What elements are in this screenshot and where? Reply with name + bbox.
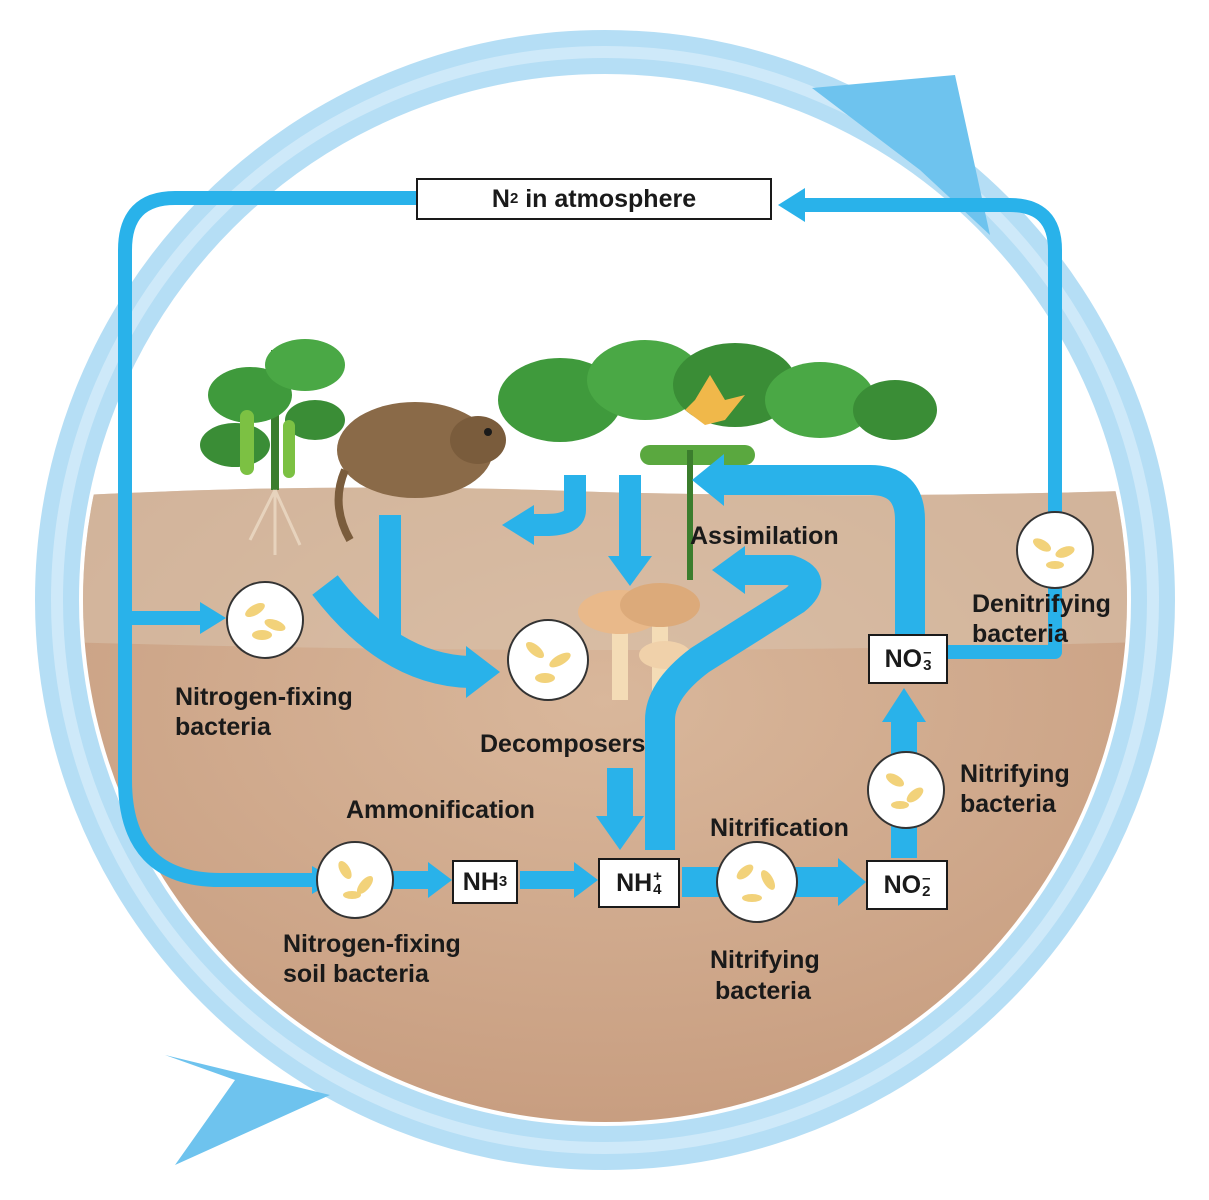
nh3-base: NH xyxy=(462,867,499,896)
arrowhead-assimilation-lower xyxy=(712,546,745,594)
arrow-plant-to-animal xyxy=(530,475,586,536)
nh4-sub: 4 xyxy=(653,881,662,898)
nitrifying-right-label-line2: bacteria xyxy=(960,790,1056,818)
ammonification-label: Ammonification xyxy=(346,796,535,824)
nh4-sup: + xyxy=(653,868,662,885)
arrowhead-to-nh4 xyxy=(574,862,598,898)
arrowhead-to-nitrogen-fixing-bacteria xyxy=(200,602,226,634)
soil-bacteria-label-line1: Nitrogen-fixing xyxy=(283,930,461,958)
nh4-box: NH+4 xyxy=(598,858,680,908)
arrow-no3-to-assimilation xyxy=(720,465,925,635)
nitrifying-bottom-label-line2: bacteria xyxy=(715,977,811,1005)
nitrifying-bacteria-right-icon xyxy=(867,751,945,829)
no2-sup: – xyxy=(922,870,931,887)
no3-base: NO xyxy=(884,644,923,673)
rodent-animal xyxy=(334,402,506,542)
denitrifying-bacteria-icon xyxy=(1016,511,1094,589)
arrowhead-plant-to-animal xyxy=(502,505,534,545)
nitrifying-bottom-label-line1: Nitrifying xyxy=(710,946,820,974)
bacteria-circles xyxy=(226,511,1094,923)
nitrogen-fixing-bacteria-icon xyxy=(226,581,304,659)
arrowhead-bean-to-decomposers xyxy=(466,646,500,698)
arrow-denitrification xyxy=(800,198,1062,659)
arrowhead-squash-to-decomposers xyxy=(608,556,652,586)
no2-box: NO–2 xyxy=(866,860,948,910)
arrowhead-decomposers-to-nh4 xyxy=(596,816,644,850)
no3-sub: 3 xyxy=(923,657,932,674)
nitrifying-right-label-line1: Nitrifying xyxy=(960,760,1070,788)
nh4-base: NH xyxy=(616,868,653,897)
arrow-nh4-to-assimilation xyxy=(645,555,822,850)
atmosphere-species: N xyxy=(491,184,510,213)
arrowhead-to-no2 xyxy=(838,858,866,906)
arrowhead-assimilation-top xyxy=(692,454,724,506)
outer-arrowhead-top-right xyxy=(812,75,990,235)
nitrogen-fixing-bacteria-label-line2: bacteria xyxy=(175,713,271,741)
no2-sub: 2 xyxy=(922,883,931,900)
no3-box: NO–3 xyxy=(868,634,948,684)
soil-bacteria-icon xyxy=(316,841,394,919)
nitrification-label: Nitrification xyxy=(710,814,849,842)
arrowhead-to-no3 xyxy=(882,688,926,722)
no3-sup: – xyxy=(923,644,932,661)
decomposer-bacteria-icon xyxy=(507,619,589,701)
no2-base: NO xyxy=(883,870,922,899)
squash-plant xyxy=(498,340,937,580)
arrowhead-to-nh3 xyxy=(428,862,452,898)
denitrifying-label-line1: Denitrifying xyxy=(972,590,1111,618)
nitrogen-fixing-bacteria-label-line1: Nitrogen-fixing xyxy=(175,683,353,711)
assimilation-label: Assimilation xyxy=(690,522,839,550)
decomposers-label: Decomposers xyxy=(480,730,646,758)
atmosphere-text: in atmosphere xyxy=(518,184,697,213)
soil-bacteria-label-line2: soil bacteria xyxy=(283,960,429,988)
arrow-atmosphere-to-fixation xyxy=(118,191,416,887)
arrowhead-to-atmosphere xyxy=(778,188,805,222)
denitrifying-label-line2: bacteria xyxy=(972,620,1068,648)
outer-arrowhead-bottom-left xyxy=(165,1055,330,1165)
outer-cycle-arrow xyxy=(35,30,1175,1170)
bean-plant xyxy=(200,339,345,555)
nitrifying-bacteria-bottom-icon xyxy=(716,841,798,923)
